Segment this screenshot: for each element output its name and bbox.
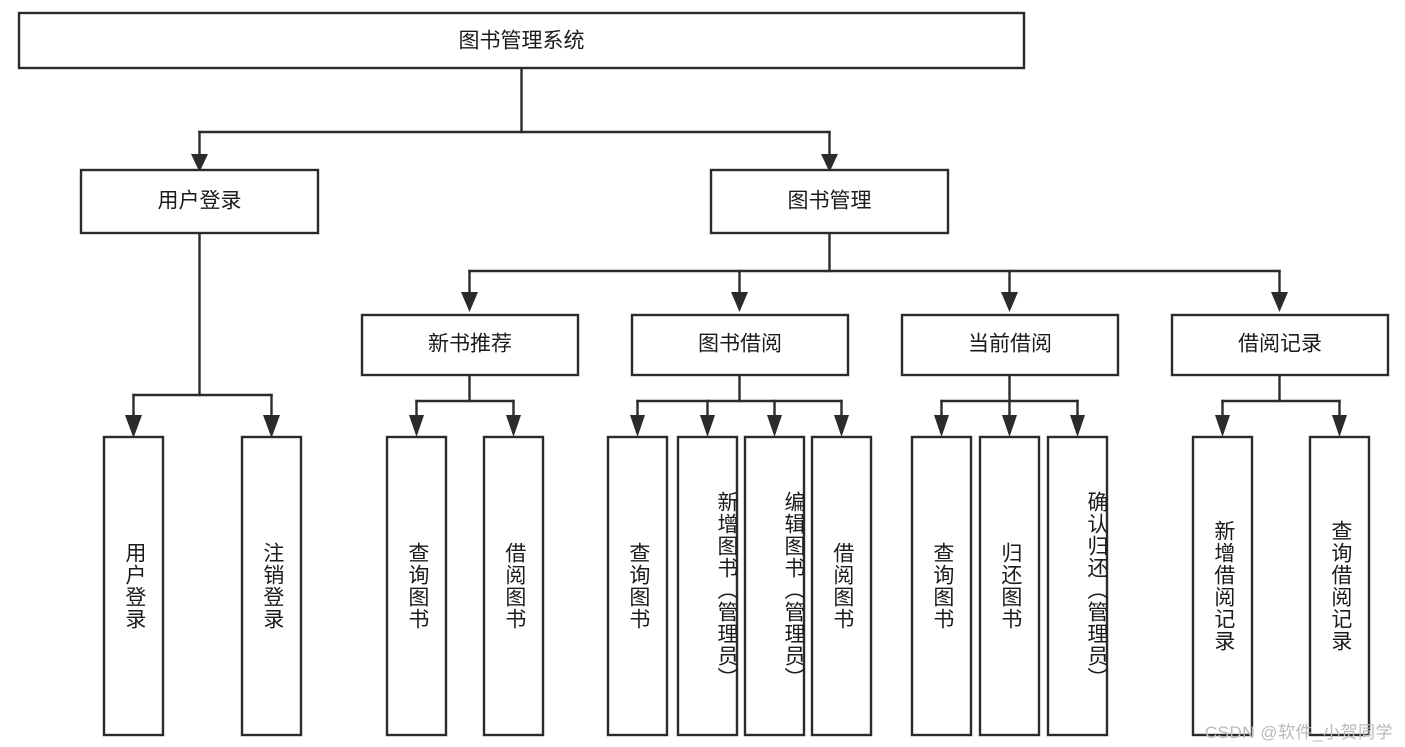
node-box-current-borrow[interactable] [900, 313, 1120, 377]
leaf-box-current-borrow-2[interactable] [978, 435, 1041, 737]
node-user-login[interactable]: 用户登录 [79, 168, 320, 235]
node-box-user-login[interactable] [79, 168, 320, 235]
node-label-root: 图书管理系统 [459, 30, 585, 53]
leaf-box-user-login-1[interactable] [102, 435, 165, 737]
arrow-icon-user-login [191, 154, 208, 172]
arrow-icon-new-book-leaf-2 [506, 415, 521, 437]
arrow-icon-book-borrow-leaf-1 [630, 415, 645, 437]
leaf-box-current-borrow-3[interactable] [1046, 435, 1109, 737]
arrow-icon-user-login-leaf-1 [125, 415, 142, 438]
node-book-management[interactable]: 图书管理 [709, 168, 950, 235]
arrow-icon-borrow-record-leaf-1 [1215, 415, 1230, 437]
node-label-book-borrow: 图书借阅 [698, 333, 782, 356]
leaf-box-book-borrow-3[interactable] [743, 435, 806, 737]
arrow-icon-current-borrow [1001, 292, 1018, 312]
arrow-icon-book-borrow-leaf-3 [767, 415, 782, 437]
arrow-icon-current-borrow-leaf-2 [1002, 415, 1017, 437]
leaf-box-borrow-record-1[interactable] [1191, 435, 1254, 737]
arrow-icon-book-borrow-leaf-2 [700, 415, 715, 437]
node-label-book-management: 图书管理 [788, 190, 872, 213]
csdn-watermark: CSDN @软件_小贺同学 [1204, 723, 1393, 742]
leaf-box-current-borrow-1[interactable] [910, 435, 973, 737]
leaf-box-book-borrow-1[interactable] [606, 435, 669, 737]
arrow-icon-borrow-record [1271, 292, 1288, 312]
leaf-box-new-book-1[interactable] [385, 435, 448, 737]
arrow-icon-user-login-leaf-2 [263, 415, 280, 438]
arrow-icon-borrow-record-leaf-2 [1332, 415, 1347, 437]
node-current-borrow[interactable]: 当前借阅 [900, 313, 1120, 377]
node-label-new-book-recommend: 新书推荐 [428, 333, 512, 356]
leaf-box-user-login-2[interactable] [240, 435, 303, 737]
node-label-user-login: 用户登录 [158, 190, 242, 213]
node-label-current-borrow: 当前借阅 [968, 333, 1052, 356]
arrow-heads [125, 154, 1347, 438]
arrow-icon-new-book [461, 292, 478, 312]
node-root-system[interactable]: 图书管理系统 [17, 11, 1026, 70]
arrow-icon-current-borrow-leaf-3 [1070, 415, 1085, 437]
arrow-icon-current-borrow-leaf-1 [934, 415, 949, 437]
arrow-icon-book-borrow-leaf-4 [834, 415, 849, 437]
node-box-book-borrow[interactable] [630, 313, 850, 377]
leaf-boxes [102, 435, 1371, 737]
node-box-new-book-recommend[interactable] [360, 313, 580, 377]
node-label-borrow-record: 借阅记录 [1238, 333, 1322, 356]
arrow-icon-book-borrow [731, 292, 748, 312]
leaf-box-book-borrow-2[interactable] [676, 435, 739, 737]
node-borrow-record[interactable]: 借阅记录 [1170, 313, 1390, 377]
node-box-root[interactable] [17, 11, 1026, 70]
arrow-icon-new-book-leaf-1 [409, 415, 424, 437]
leaf-box-book-borrow-4[interactable] [810, 435, 873, 737]
node-new-book-recommend[interactable]: 新书推荐 [360, 313, 580, 377]
node-box-borrow-record[interactable] [1170, 313, 1390, 377]
leaf-box-new-book-2[interactable] [482, 435, 545, 737]
node-box-book-management[interactable] [709, 168, 950, 235]
node-book-borrow[interactable]: 图书借阅 [630, 313, 850, 377]
leaf-box-borrow-record-2[interactable] [1308, 435, 1371, 737]
arrow-icon-book-mgmt [821, 154, 838, 172]
